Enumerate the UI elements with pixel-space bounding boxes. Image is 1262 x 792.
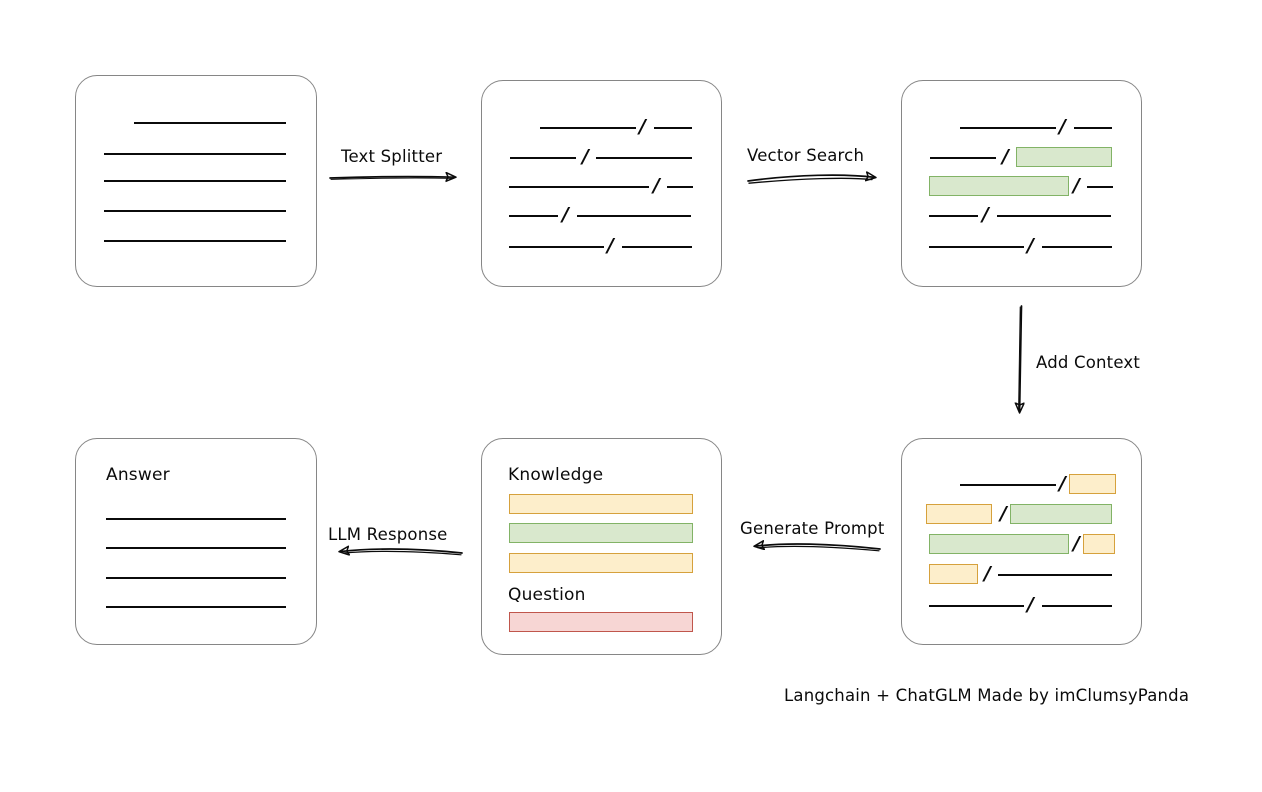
context-chunk-row-2-left-highlight	[926, 504, 992, 524]
retrieved-chunk-row-1-separator: /	[1059, 115, 1066, 138]
retrieved-chunk-row-5-left-text	[929, 246, 1024, 248]
split-chunk-row-4-left-text	[509, 215, 558, 217]
split-chunk-row-2-separator: /	[582, 145, 589, 168]
retrieved-chunk-row-4-right-text	[997, 215, 1111, 217]
context-chunk-row-3-right-highlight	[1083, 534, 1115, 554]
answer-line-4	[106, 606, 286, 608]
document-line-1	[134, 122, 286, 124]
split-chunk-row-1-separator: /	[639, 115, 646, 138]
edge-label-vector-search: Vector Search	[747, 146, 865, 165]
context-chunk-row-1-left-text	[960, 484, 1056, 486]
retrieved-chunk-row-3-separator: /	[1073, 174, 1080, 197]
split-chunk-row-5-separator: /	[607, 234, 614, 257]
document-line-5	[104, 240, 286, 242]
split-chunk-row-4-right-text	[577, 215, 691, 217]
split-chunk-row-3-right-text	[667, 186, 693, 188]
split-chunk-row-2-left-text	[510, 157, 576, 159]
arrow-add-context	[1019, 305, 1022, 412]
context-chunk-row-2-separator: /	[1000, 502, 1007, 525]
split-chunk-row-5-left-text	[509, 246, 604, 248]
knowledge-bar-3	[509, 553, 693, 573]
split-chunk-row-5-right-text	[622, 246, 692, 248]
edge-label-add-context: Add Context	[1036, 353, 1141, 372]
retrieved-chunk-row-4-separator: /	[982, 203, 989, 226]
retrieved-chunk-row-5-right-text	[1042, 246, 1112, 248]
document-line-2	[104, 153, 286, 155]
context-chunk-row-4-separator: /	[984, 562, 991, 585]
arrow-vector-search	[747, 175, 875, 184]
knowledge-bar-2	[509, 523, 693, 543]
split-chunk-row-2-right-text	[596, 157, 692, 159]
answer-label: Answer	[106, 465, 170, 485]
question-label: Question	[508, 585, 586, 605]
split-chunk-row-3-left-text	[509, 186, 649, 188]
context-chunk-row-1-separator: /	[1059, 472, 1066, 495]
answer-line-1	[106, 518, 286, 520]
retrieved-chunk-row-2-left-text	[930, 157, 996, 159]
retrieved-chunk-row-1-right-text	[1074, 127, 1112, 129]
context-chunk-row-5-left-text	[929, 605, 1024, 607]
split-chunk-row-4-separator: /	[562, 203, 569, 226]
context-chunk-row-4-right-text	[998, 574, 1112, 576]
context-chunk-row-2-right-highlight	[1010, 504, 1112, 524]
retrieved-chunk-row-3-right-text	[1087, 186, 1113, 188]
context-chunk-row-1-right-highlight	[1069, 474, 1116, 494]
answer-line-3	[106, 577, 286, 579]
context-chunk-row-5-separator: /	[1027, 593, 1034, 616]
knowledge-label: Knowledge	[508, 465, 604, 485]
retrieved-chunk-row-5-separator: /	[1027, 234, 1034, 257]
retrieved-chunk-row-2-right-highlight	[1016, 147, 1112, 167]
edge-label-text-splitter: Text Splitter	[341, 147, 443, 166]
question-bar-1	[509, 612, 693, 632]
document-line-4	[104, 210, 286, 212]
retrieved-chunk-row-3-left-highlight	[929, 176, 1069, 196]
context-chunk-row-4-left-highlight	[929, 564, 978, 584]
retrieved-chunk-row-2-separator: /	[1002, 145, 1009, 168]
answer-line-2	[106, 547, 286, 549]
context-chunk-row-3-left-highlight	[929, 534, 1069, 554]
split-chunk-row-3-separator: /	[653, 174, 660, 197]
arrow-text-splitter	[329, 177, 455, 180]
split-chunks-card[interactable]	[481, 80, 722, 287]
edge-label-generate-prompt: Generate Prompt	[740, 519, 885, 538]
document-line-3	[104, 180, 286, 182]
retrieved-chunk-row-1-left-text	[960, 127, 1056, 129]
split-chunk-row-1-left-text	[540, 127, 636, 129]
footer-credit: Langchain + ChatGLM Made by imClumsyPand…	[784, 686, 1190, 705]
edge-label-llm-response: LLM Response	[328, 525, 448, 544]
context-chunk-row-5-right-text	[1042, 605, 1112, 607]
answer-card[interactable]	[75, 438, 317, 645]
arrow-generate-prompt	[755, 544, 881, 552]
context-chunk-row-3-separator: /	[1073, 532, 1080, 555]
split-chunk-row-1-right-text	[654, 127, 692, 129]
knowledge-bar-1	[509, 494, 693, 514]
arrow-llm-response	[340, 549, 463, 555]
retrieved-chunk-row-4-left-text	[929, 215, 978, 217]
